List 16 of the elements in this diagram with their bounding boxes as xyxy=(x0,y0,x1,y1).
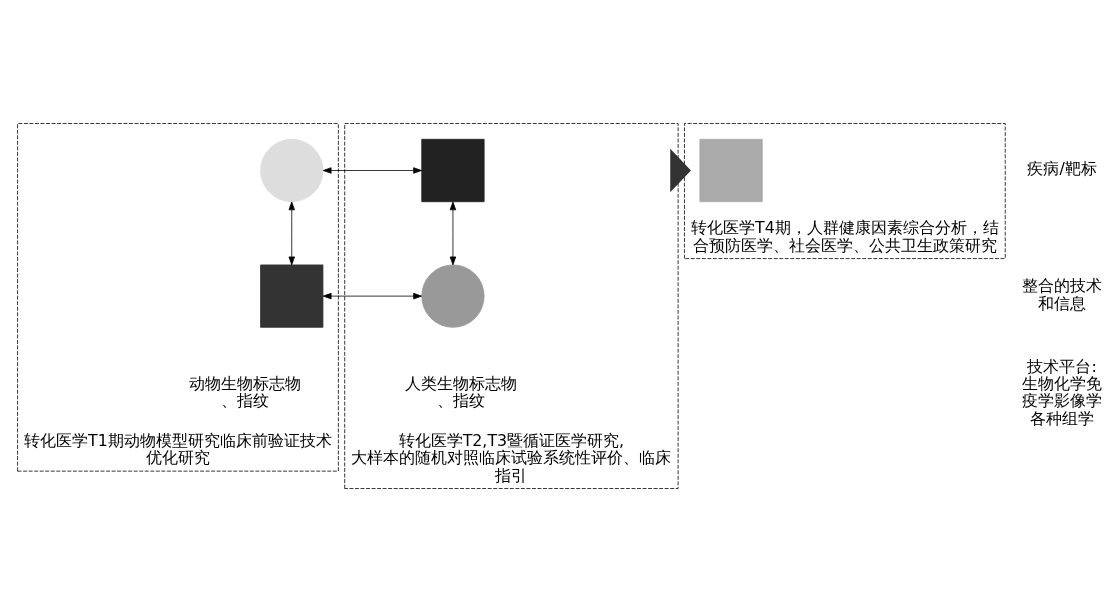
arrow xyxy=(322,167,422,174)
arrow xyxy=(288,201,295,266)
label: 技术平台:生物化学免疫学影像学各种组学 xyxy=(1022,356,1103,428)
node-circle xyxy=(260,138,324,203)
node-label: 人类生物标志物、指纹 xyxy=(404,373,517,411)
node-box xyxy=(699,138,763,203)
node-label: 动物生物标志物、指纹 xyxy=(189,373,302,411)
arrow xyxy=(322,292,422,300)
node-box xyxy=(260,264,324,328)
cluster: 转化医学T4期，人群健康因素综合分析，结合预防医学、社会医学、公共卫生政策研究 xyxy=(684,123,1006,259)
node-box xyxy=(421,138,485,203)
arrow xyxy=(670,148,691,193)
label: 疾病/靶标 xyxy=(1027,159,1097,179)
node-circle xyxy=(421,264,485,328)
arrow xyxy=(449,201,457,266)
label: 整合的技术和信息 xyxy=(1022,276,1103,313)
